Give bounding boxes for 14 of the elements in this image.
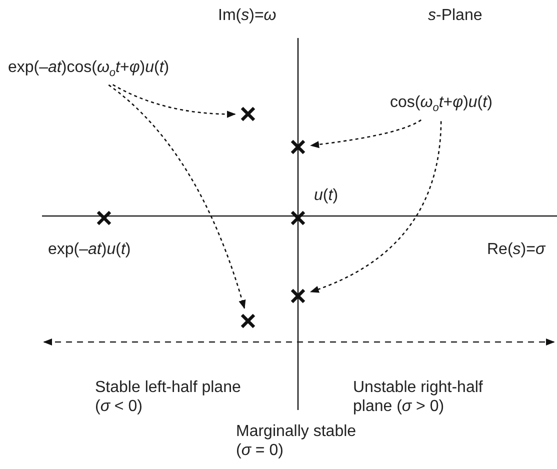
signal-label: cos(ω$_{o}$t+φ)u(t) (390, 93, 492, 116)
leader-arrow (108, 84, 246, 310)
region-label: Marginally stable (σ = 0) (236, 422, 358, 460)
signal-label: exp(–at)u(t) (48, 240, 131, 259)
signal-label: exp(–at)cos(ω$_{o}$t+φ)u(t) (8, 58, 170, 82)
leader-arrow (112, 84, 236, 118)
plane-title: s-Plane (428, 6, 482, 25)
leader-arrow (310, 121, 442, 292)
region-label: Stable left-half plane (σ < 0) (95, 378, 242, 416)
axis-label: Re(s)=σ (487, 240, 546, 259)
axis-label: Im(s)=ω (218, 6, 276, 25)
signal-label: u(t) (314, 186, 338, 205)
region-label: Unstable right-half plane (σ > 0) (353, 378, 484, 416)
leader-arrow (310, 119, 422, 148)
